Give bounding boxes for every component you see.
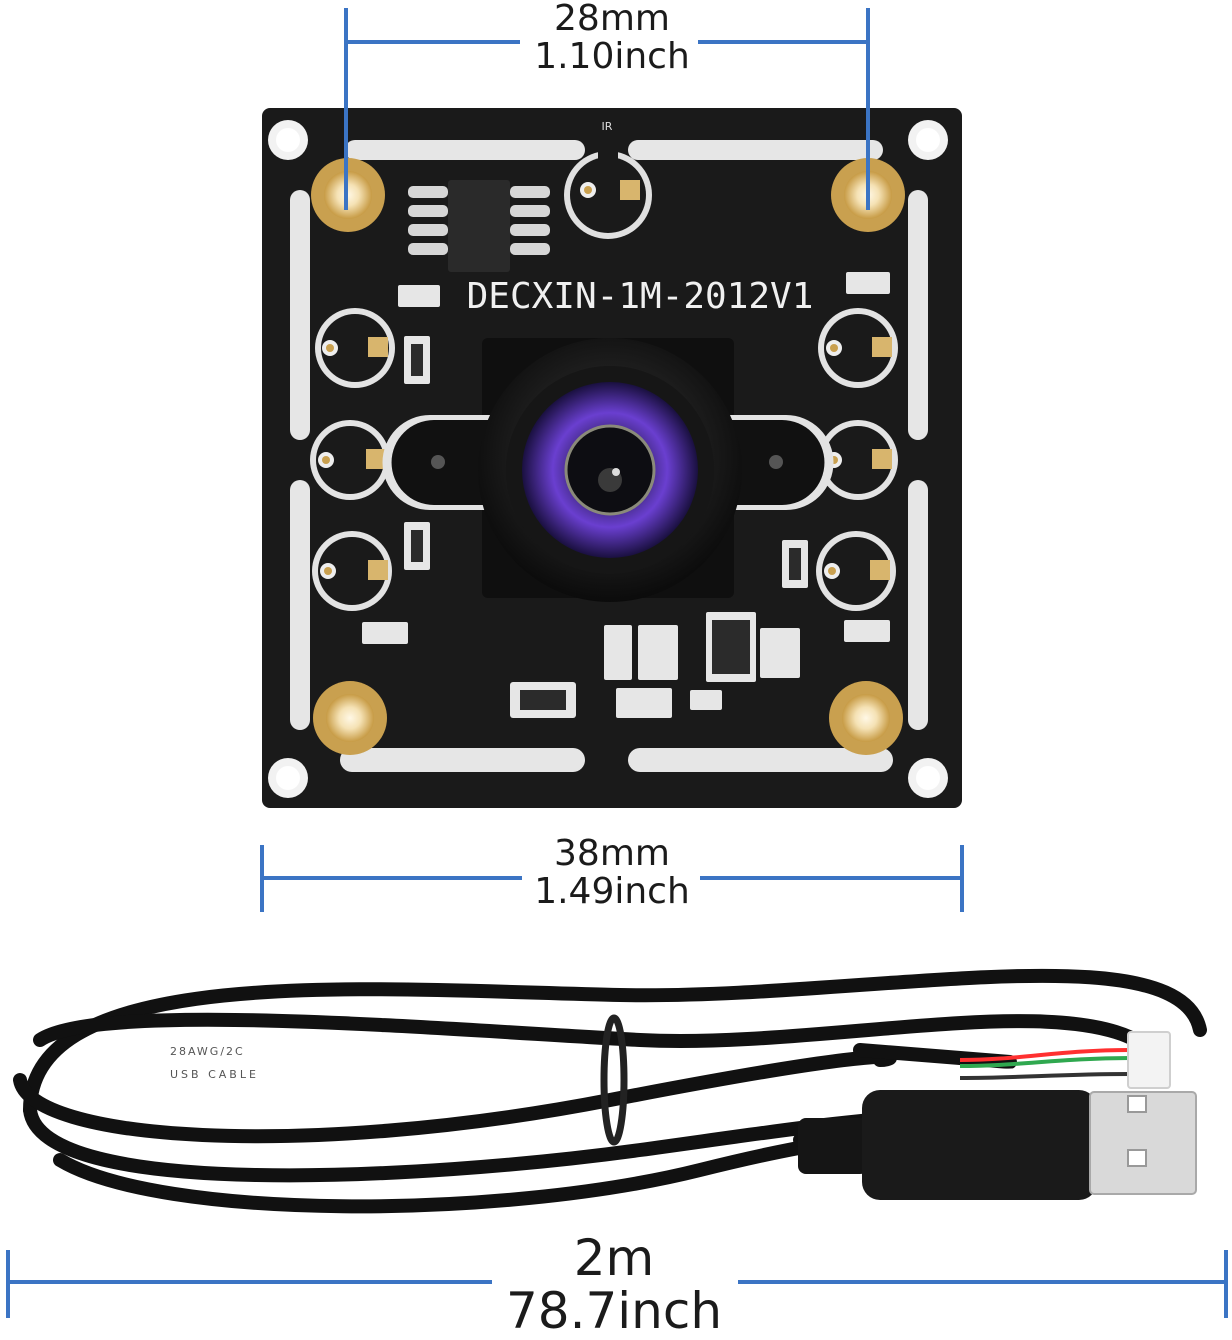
corner-holes <box>268 120 948 798</box>
cable-tie <box>600 1014 628 1146</box>
cable-print-type: USB CABLE <box>170 1068 259 1081</box>
hole-spacing-inch: 1.10inch <box>534 35 690 77</box>
ir-sensor: IR <box>564 120 652 239</box>
cable-length-label: 2m 78.7inch <box>506 1232 722 1337</box>
hole-spacing-mm: 28mm <box>554 0 670 39</box>
camera-lens <box>478 338 742 602</box>
jst-connector <box>959 1031 1171 1089</box>
ir-led-left <box>310 308 395 611</box>
camera-board: IR DECXIN-1M-2012V1 <box>262 108 962 808</box>
cable-length-inch: 78.7inch <box>505 1281 723 1340</box>
board-model-text: DECXIN-1M-2012V1 <box>467 276 814 317</box>
hole-spacing-label: 28mm 1.10inch <box>534 0 690 76</box>
board-width-inch: 1.49inch <box>534 870 690 912</box>
usb-a-plug <box>798 1090 1197 1200</box>
cable-print-gauge: 28AWG/2C <box>170 1045 245 1058</box>
ir-label: IR <box>602 120 613 133</box>
cable-length-m: 2m <box>573 1229 655 1287</box>
dimension-lines <box>6 8 1228 1318</box>
ic-chip <box>408 180 550 272</box>
board-width-label: 38mm 1.49inch <box>534 835 690 911</box>
silkscreen-frame <box>290 140 928 772</box>
board-width-mm: 38mm <box>554 833 670 874</box>
